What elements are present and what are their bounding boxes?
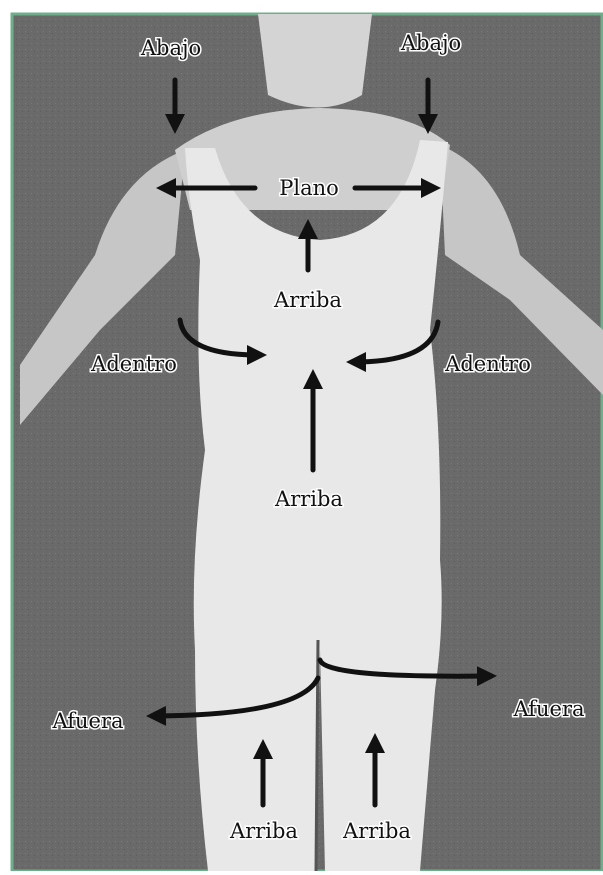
label-leg-left: Arriba — [229, 819, 298, 843]
label-waist-right: Adentro — [444, 352, 531, 376]
label-shoulder-left: Abajo — [140, 36, 201, 60]
label-hip-right: Afuera — [512, 697, 584, 721]
label-hip-left: Afuera — [51, 709, 123, 733]
label-shoulder-right: Abajo — [400, 31, 461, 55]
label-chest: Plano — [279, 176, 339, 200]
label-chest-up: Arriba — [273, 288, 342, 312]
label-leg-right: Arriba — [342, 819, 411, 843]
label-waist-left: Adentro — [90, 352, 177, 376]
label-abdomen-up: Arriba — [274, 487, 343, 511]
